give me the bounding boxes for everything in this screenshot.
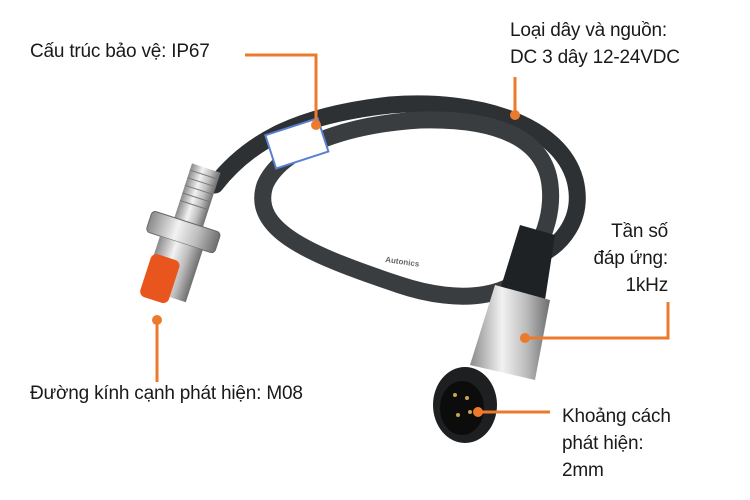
cable-print: Autonics xyxy=(385,255,421,269)
distance-label: Khoảng cách phát hiện: 2mm xyxy=(562,403,671,484)
callout-lines xyxy=(155,53,670,414)
frequency-label-line2: đáp ứng: xyxy=(593,248,668,269)
frequency-label-line3: 1kHz xyxy=(625,275,669,296)
frequency-label: Tần số đáp ứng: 1kHz xyxy=(593,218,668,299)
wire-label-line1: Loại dây và nguồn: xyxy=(510,20,667,41)
cable-tag xyxy=(264,116,330,170)
frequency-label-line1: Tần số xyxy=(611,221,668,242)
m12-connector xyxy=(433,225,555,443)
protection-label: Cấu trúc bảo vệ: IP67 xyxy=(30,41,210,62)
diameter-label: Đường kính cạnh phát hiện: M08 xyxy=(30,383,303,404)
wire-label-line2: DC 3 dây 12-24VDC xyxy=(510,47,680,68)
distance-label-line2: phát hiện: xyxy=(562,433,644,454)
proximity-sensor xyxy=(140,163,221,304)
distance-label-line3: 2mm xyxy=(562,460,604,481)
callout-dots xyxy=(152,110,530,417)
distance-label-line1: Khoảng cách xyxy=(562,406,671,427)
wire-label: Loại dây và nguồn: DC 3 dây 12-24VDC xyxy=(510,17,680,71)
